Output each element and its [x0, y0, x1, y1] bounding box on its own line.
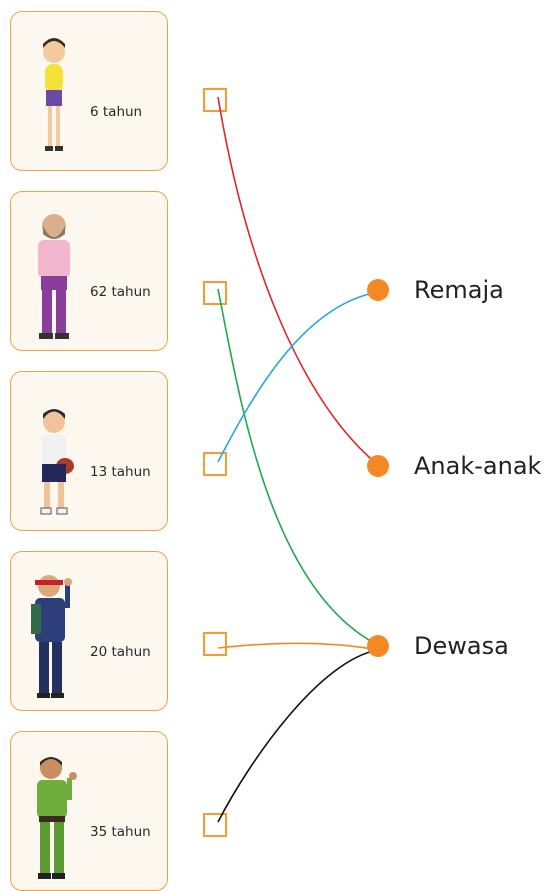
checkbox-6[interactable]: [203, 88, 227, 112]
person-card-35: 35 tahun: [10, 731, 168, 891]
category-label-dewasa: Dewasa: [414, 632, 509, 660]
age-label: 6 tahun: [90, 104, 143, 120]
age-label: 13 tahun: [90, 464, 151, 480]
age-label: 35 tahun: [90, 824, 151, 840]
remaja-dot[interactable]: [367, 279, 389, 301]
checkbox-20[interactable]: [203, 632, 227, 656]
person-card-13: 13 tahun: [10, 371, 168, 531]
line-62-dewasa: [217, 288, 379, 646]
checkbox-13[interactable]: [203, 452, 227, 476]
old-man-figure-icon: [38, 214, 70, 339]
checkbox-35[interactable]: [203, 813, 227, 837]
teen-figure-icon: [40, 409, 74, 515]
age-label: 62 tahun: [90, 284, 151, 300]
category-label-remaja: Remaja: [414, 276, 504, 304]
young-adult-figure-icon: [31, 575, 72, 698]
line-35-dewasa: [217, 649, 379, 823]
dewasa-dot[interactable]: [367, 635, 389, 657]
child-figure-icon: [43, 38, 65, 151]
line-6-anak-anak: [217, 96, 379, 466]
line-13-remaja: [217, 291, 379, 463]
person-card-62: 62 tahun: [10, 191, 168, 351]
category-label-anak-anak: Anak-anak: [414, 452, 542, 480]
anak-anak-dot[interactable]: [367, 455, 389, 477]
adult-figure-icon: [37, 757, 77, 879]
person-card-6: 6 tahun: [10, 11, 168, 171]
age-label: 20 tahun: [90, 644, 151, 660]
checkbox-62[interactable]: [203, 281, 227, 305]
line-20-dewasa: [217, 642, 379, 651]
person-card-20: 20 tahun: [10, 551, 168, 711]
